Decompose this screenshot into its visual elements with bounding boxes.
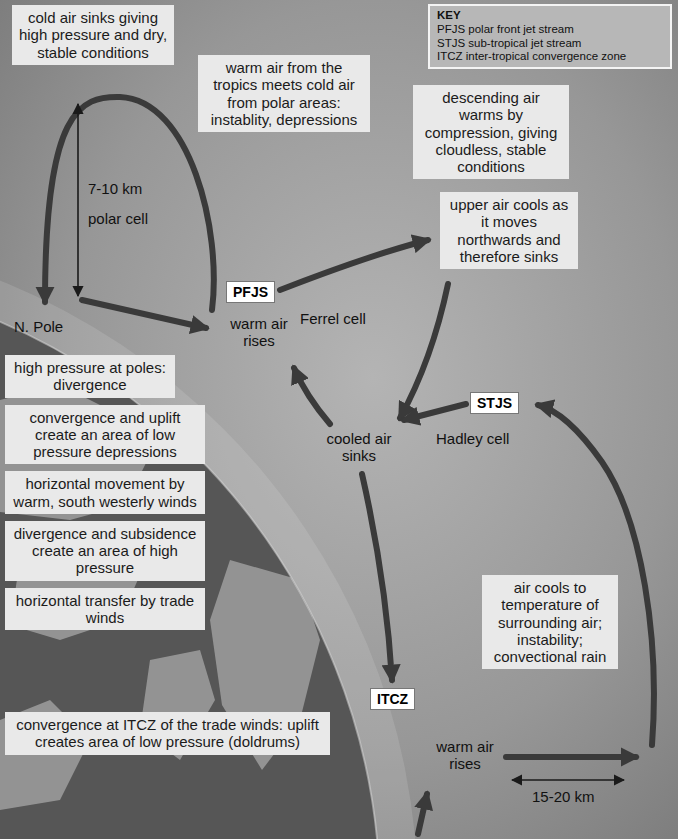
zone-name: STJS: [477, 395, 512, 411]
zone-tag: PFJS: [226, 281, 275, 303]
key-heading: KEY: [437, 9, 663, 23]
note-box: upper air cools as it moves northwards a…: [440, 192, 578, 269]
ferrel-sink-arrow: [400, 284, 448, 418]
note-text: convergence at ITCZ of the trade winds: …: [11, 716, 324, 751]
diagram-label: 15-20 km: [532, 788, 595, 805]
zone-name: ITCZ: [377, 691, 408, 707]
note-box: horizontal movement by warm, south weste…: [5, 471, 205, 514]
note-box: divergence and subsidence create an area…: [5, 521, 205, 581]
zone-tag: ITCZ: [370, 688, 415, 710]
note-text: horizontal movement by warm, south weste…: [11, 475, 199, 510]
polar-surface-arrow: [82, 300, 206, 328]
height-dimension: [77, 104, 79, 296]
diagram-label: 7-10 km: [88, 180, 142, 197]
note-box: convergence and uplift create an area of…: [5, 405, 205, 465]
earth-disc: [0, 270, 380, 839]
diagram-label: N. Pole: [14, 318, 63, 335]
diagram-label: polar cell: [88, 210, 148, 227]
diagram-label: Ferrel cell: [300, 310, 366, 327]
note-text: high pressure at poles: divergence: [11, 359, 169, 394]
note-text: air cools to temperature of surrounding …: [488, 579, 612, 665]
hadley-sink-arrow: [362, 474, 392, 680]
diagram-label: warm air rises: [222, 315, 296, 350]
earth-limb: [0, 270, 380, 839]
diagram-label: warm air rises: [428, 738, 502, 773]
note-text: descending air warms by compression, giv…: [419, 89, 563, 175]
note-box: convergence at ITCZ of the trade winds: …: [5, 712, 330, 755]
diagram-label: cooled air sinks: [322, 430, 396, 465]
polar-cell-arrow: [45, 97, 214, 310]
key-box: KEYPFJS polar front jet streamSTJS sub-t…: [428, 4, 672, 69]
diagram-label: Hadley cell: [436, 430, 509, 447]
itcz-rise-arrow: [418, 794, 427, 834]
note-box: cold air sinks giving high pressure and …: [12, 5, 174, 65]
note-box: warm air from the tropics meets cold air…: [198, 55, 370, 132]
note-box: air cools to temperature of surrounding …: [482, 575, 618, 669]
key-entry: ITCZ inter-tropical convergence zone: [437, 50, 663, 64]
zone-tag: STJS: [470, 392, 519, 414]
atmosphere-band: [0, 232, 418, 839]
hadley-outflow-arrow: [506, 754, 636, 760]
ferrel-surface-arrow: [294, 368, 330, 424]
note-box: descending air warms by compression, giv…: [413, 85, 569, 179]
note-text: upper air cools as it moves northwards a…: [446, 196, 572, 265]
note-text: convergence and uplift create an area of…: [11, 409, 199, 461]
ferrel-upper-arrow: [280, 240, 428, 290]
note-text: horizontal transfer by trade winds: [11, 592, 199, 627]
note-box: horizontal transfer by trade winds: [5, 588, 205, 631]
note-text: cold air sinks giving high pressure and …: [18, 9, 168, 61]
height-dimension: [512, 779, 624, 781]
note-text: warm air from the tropics meets cold air…: [204, 59, 364, 128]
hadley-upper-arrow: [404, 404, 466, 420]
key-entry: STJS sub-tropical jet stream: [437, 37, 663, 51]
note-box: high pressure at poles: divergence: [5, 355, 175, 398]
key-entry: PFJS polar front jet stream: [437, 23, 663, 37]
zone-name: PFJS: [233, 284, 268, 300]
note-text: divergence and subsidence create an area…: [11, 525, 199, 577]
